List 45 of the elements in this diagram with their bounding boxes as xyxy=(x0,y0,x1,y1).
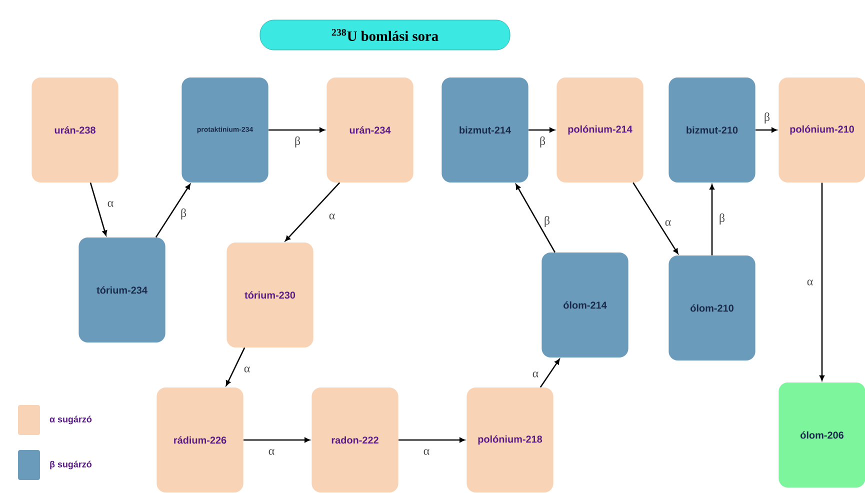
legend-label: β sugárzó xyxy=(50,460,92,470)
edge-label: β xyxy=(538,136,547,148)
edge-label: β xyxy=(762,112,772,124)
arrow xyxy=(528,128,555,132)
arrow xyxy=(244,438,310,442)
arrow xyxy=(710,184,714,256)
edge-label: β xyxy=(542,215,552,228)
edge-label: α xyxy=(267,448,276,456)
edge-label: β xyxy=(293,136,302,148)
nuclide-box: radon-222 xyxy=(312,388,398,492)
nuclide-box: ólom-206 xyxy=(778,382,865,488)
arrow xyxy=(90,182,108,236)
nuclide-box: polónium-218 xyxy=(466,388,554,492)
nuclide-box: ólom-210 xyxy=(668,256,756,360)
edge-label: α xyxy=(106,200,115,208)
title-banner: $^{238}$U bomlási sora xyxy=(260,20,510,50)
edge-label: α xyxy=(422,448,431,456)
arrow xyxy=(155,184,190,238)
arrow xyxy=(540,359,560,388)
arrow xyxy=(756,128,777,132)
edge-label: β xyxy=(179,208,188,220)
arrow xyxy=(285,182,340,242)
nuclide-box: rádium-226 xyxy=(156,388,244,492)
arrow xyxy=(632,182,678,254)
nuclide-box: tórium-234 xyxy=(78,238,166,342)
nuclide-box: ólom-214 xyxy=(542,252,628,358)
arrow xyxy=(226,347,246,386)
nuclide-box: polónium-210 xyxy=(778,78,865,182)
arrow xyxy=(398,438,465,442)
arrow xyxy=(516,184,556,253)
legend-label: α sugárzó xyxy=(50,416,92,424)
arrow xyxy=(820,182,824,381)
nuclide-box: polónium-214 xyxy=(556,78,644,182)
nuclide-box: bizmut-210 xyxy=(668,78,756,182)
nuclide-box: tórium-230 xyxy=(226,242,314,348)
edge-label: α xyxy=(242,366,252,374)
edge-label: α xyxy=(531,370,540,378)
edge-label: α xyxy=(806,278,814,286)
edge-label: β xyxy=(718,212,726,226)
nuclide-box: urán-234 xyxy=(326,78,414,182)
arrow xyxy=(268,128,325,132)
edge-label: α xyxy=(328,212,336,220)
edge-label: α xyxy=(664,219,672,227)
nuclide-box: urán-238 xyxy=(32,78,118,182)
nuclide-box: bizmut-214 xyxy=(442,78,528,182)
